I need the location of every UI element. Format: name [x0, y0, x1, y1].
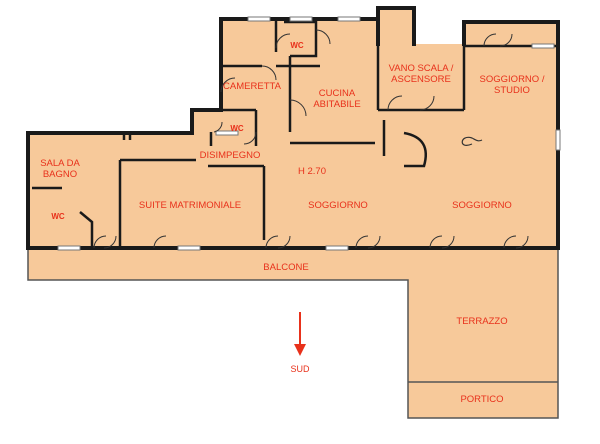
label-vano-line2: ASCENSORE	[391, 74, 451, 85]
label-sud: SUD	[290, 364, 310, 374]
label-terrazzo: TERRAZZO	[456, 316, 507, 327]
label-studio-line2: STUDIO	[494, 85, 530, 96]
label-wc-mid: WC	[230, 124, 244, 133]
stair-symbol	[461, 136, 483, 146]
label-cucina-line1: CUCINA	[319, 88, 356, 99]
label-balcone: BALCONE	[263, 262, 308, 273]
label-wc-left: WC	[51, 212, 65, 221]
south-arrow: SUD	[290, 312, 310, 374]
label-disimpegno: DISIMPEGNO	[200, 150, 261, 161]
balcony-terrace-area	[27, 247, 559, 419]
label-portico: PORTICO	[460, 394, 503, 405]
label-cucina-line2: ABITABILE	[313, 99, 360, 110]
label-height: H 2.70	[298, 166, 326, 177]
exterior-walls	[26, 6, 560, 250]
label-bagno-line1: SALA DA	[40, 158, 80, 169]
label-cameretta: CAMERETTA	[223, 81, 282, 92]
label-bagno-line2: BAGNO	[43, 169, 77, 180]
floor-fill	[28, 8, 558, 248]
room-labels: WC CAMERETTA CUCINA ABITABILE VANO SCALA…	[40, 41, 545, 405]
label-soggiorno-2: SOGGIORNO	[452, 200, 512, 211]
label-soggiorno-1: SOGGIORNO	[308, 200, 368, 211]
windows	[57, 16, 561, 251]
label-vano-line1: VANO SCALA /	[389, 63, 454, 74]
label-studio-line1: SOGGIORNO /	[480, 74, 545, 85]
label-suite: SUITE MATRIMONIALE	[139, 200, 241, 211]
label-wc-top: WC	[290, 41, 304, 50]
doors	[93, 29, 529, 249]
